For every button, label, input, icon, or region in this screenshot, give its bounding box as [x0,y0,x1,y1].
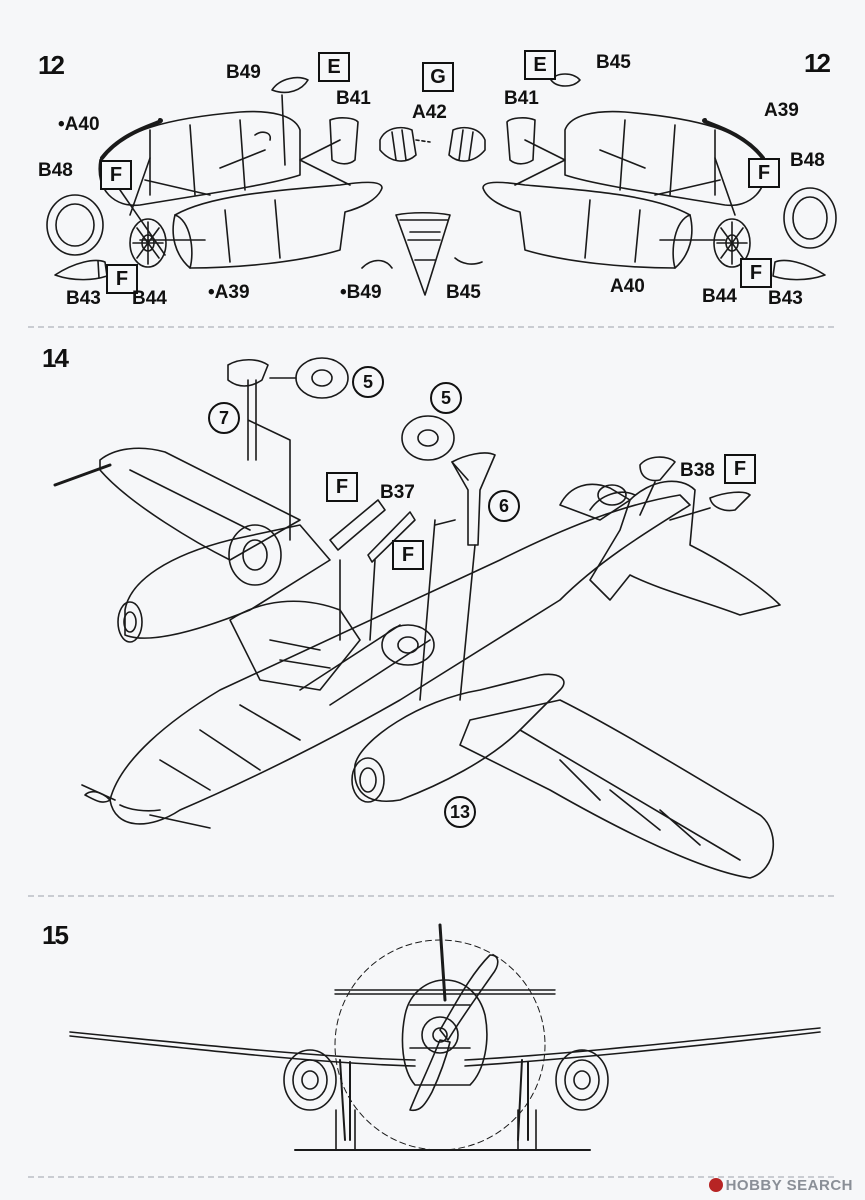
part-label-b38: B38 [680,460,715,481]
decal-box-f-left-bottom: F [106,264,138,294]
part-label-b48-left: B48 [38,160,73,181]
part-label-b45-right: B45 [596,52,631,73]
part-label-b43-left: B43 [66,288,101,309]
callout-circle-5-right: 5 [430,382,462,414]
section-divider-2 [28,895,834,897]
part-label-b45-center: B45 [446,282,481,303]
part-label-b41-left: B41 [336,88,371,109]
step14-aircraft [53,357,781,879]
step12-left-nacelle-assembly [46,76,431,281]
part-label-a42: A42 [412,102,447,123]
decal-box-f-step14-2: F [392,540,424,570]
callout-circle-6: 6 [488,490,520,522]
part-label-b48-right: B48 [790,150,825,171]
watermark-logo-icon [708,1178,723,1192]
step-number-12-right: 12 [804,48,831,78]
callout-circle-5-left: 5 [352,366,384,398]
part-label-b37: B37 [380,482,415,503]
part-label-a39-left: •A39 [208,282,250,303]
part-label-b49-left: B49 [226,62,261,83]
part-label-b49-center: •B49 [340,282,382,303]
section-divider-1 [28,326,834,328]
decal-box-f-left-top: F [100,160,132,190]
decal-box-f-right-bottom: F [740,258,772,288]
step12-center-parts [361,211,483,296]
callout-circle-7: 7 [208,402,240,434]
section-divider-3 [28,1176,834,1178]
watermark: HOBBY SEARCH [708,1177,853,1194]
decal-box-f-right-top: F [748,158,780,188]
step15-front-view [69,923,821,1151]
step-number-12-left: 12 [38,50,65,80]
decal-box-f-step14-1: F [326,472,358,502]
step-number-14: 14 [42,343,69,373]
part-label-b44-left: B44 [132,288,167,309]
part-label-b41-right: B41 [504,88,539,109]
decal-box-e-left: E [318,52,350,82]
part-label-a40-right: A40 [610,276,645,297]
step-number-15: 15 [42,920,69,950]
part-label-b44-right: B44 [702,286,737,307]
decal-box-f-step14-3: F [724,454,756,484]
part-label-a40-left: •A40 [58,114,100,135]
step12-right-nacelle-assembly [448,73,837,281]
part-label-b43-right: B43 [768,288,803,309]
part-label-a39-right: A39 [764,100,799,121]
callout-circle-13: 13 [444,796,476,828]
decal-box-g: G [422,62,454,92]
decal-box-e-right: E [524,50,556,80]
